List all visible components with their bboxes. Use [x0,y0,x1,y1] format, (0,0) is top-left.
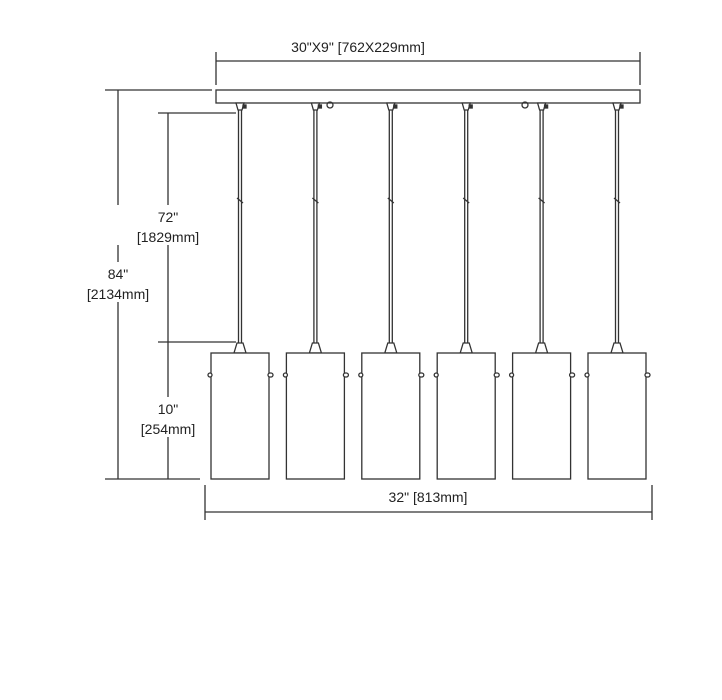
cord-length-metric: [1829mm] [137,229,199,245]
canopy-dimension-label: 30"X9" [762X229mm] [291,39,425,55]
shade-clip [433,372,439,378]
overall-width-label: 32" [813mm] [389,489,468,505]
shade-clip [584,372,590,378]
set-screw [468,104,473,109]
set-screw [393,104,398,109]
set-screw [317,104,323,109]
cord-break-mark [462,197,470,204]
cord-break-mark [236,197,244,204]
shade-clip [207,372,213,378]
socket-cap [610,342,624,354]
shade-height-imperial: 10" [158,401,179,417]
pendant [508,102,576,480]
overall-height-imperial: 84" [108,266,129,282]
socket-cap [459,342,474,354]
set-screw [619,104,624,109]
socket-cap [534,342,549,354]
socket-cap [233,342,247,354]
shade-clip [644,372,651,378]
shade-clip [568,372,576,378]
overall-height-metric: [2134mm] [87,286,149,302]
canopy [215,89,641,104]
glass-shade [361,352,421,480]
pendant [207,102,274,480]
glass-shade [436,352,496,480]
cord-length-imperial: 72" [158,209,179,225]
shade-clip [508,372,515,378]
pendant [584,102,651,480]
cord-break-mark [311,197,319,204]
shade-clip [418,372,425,378]
shade-clip [342,372,350,378]
shade-clip [267,372,274,378]
glass-shade [210,352,270,480]
shade-clip [358,372,364,378]
glass-shade [587,352,647,480]
shade-height-metric: [254mm] [141,421,195,437]
cord-break-mark [538,197,546,204]
pendant [433,102,500,480]
set-screw [543,104,549,109]
set-screw [242,104,247,109]
cord-break-mark [613,197,621,204]
pendant [358,102,425,480]
pendant [282,102,350,480]
shade-clip [282,372,289,378]
glass-shade [285,352,346,480]
cord-break-mark [387,197,395,204]
shade-clip [493,372,500,378]
socket-cap [308,342,323,354]
socket-cap [383,342,398,354]
glass-shade [511,352,572,480]
